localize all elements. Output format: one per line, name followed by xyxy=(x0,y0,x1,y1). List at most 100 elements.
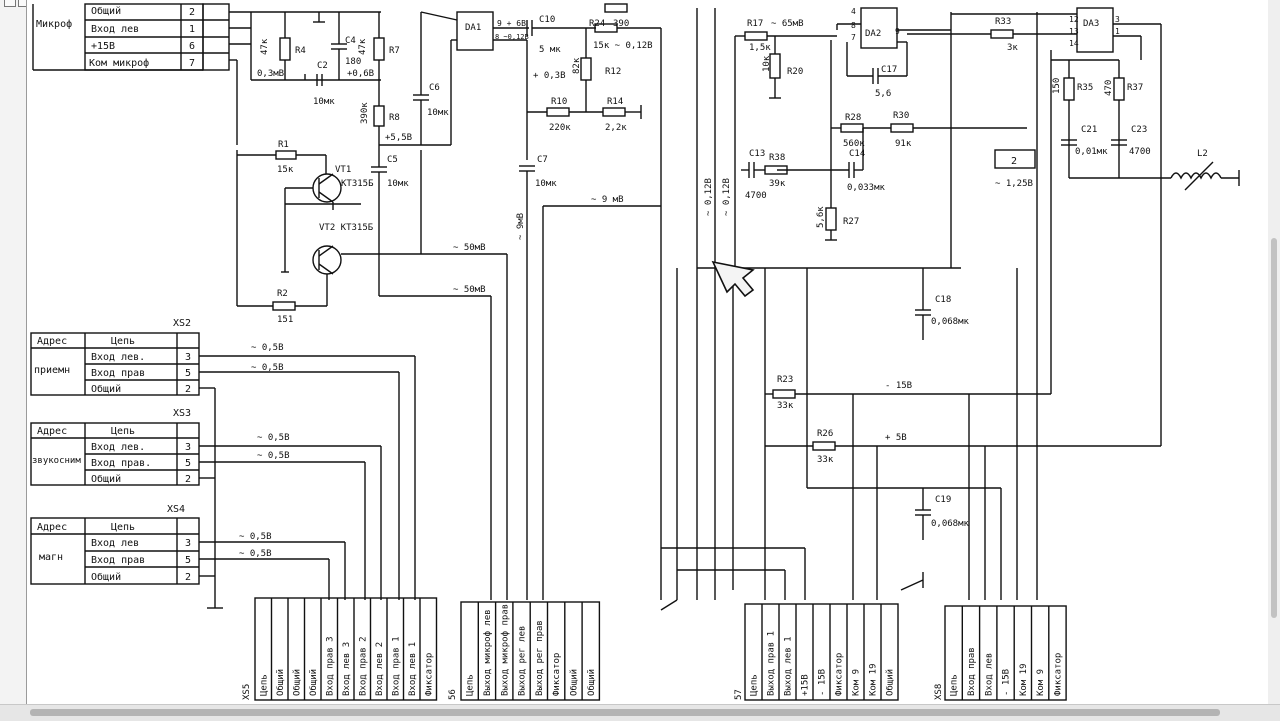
c19-name: C19 xyxy=(935,495,951,505)
mic-preamp: 47к R4 0,3мВ C4 180 47к R7 +0,6В C2 xyxy=(236,12,508,600)
rail-negative-label: - 15В xyxy=(885,381,912,391)
vt1-type: КТ315Б xyxy=(341,179,374,189)
da2-pin: 9 xyxy=(895,27,900,36)
horizontal-scroll-thumb[interactable] xyxy=(30,709,1220,716)
xs4-address-header: Адрес xyxy=(37,522,67,533)
r38-name: R38 xyxy=(769,153,785,163)
r2-name: R2 xyxy=(277,289,288,299)
xs4-address: магн xyxy=(39,552,63,563)
chip-da2 xyxy=(860,7,898,49)
voltage-label: 0,3мВ xyxy=(257,69,284,79)
xs7-column-label: Фиксатор xyxy=(835,653,845,696)
xs4-row-pin: 5 xyxy=(185,555,191,566)
r38-value: 39к xyxy=(769,179,786,189)
resistor-r23 xyxy=(772,389,796,399)
da2-pin: 7 xyxy=(851,33,856,42)
xs8-column-label: Цепь xyxy=(950,674,960,696)
xs8-name: XS8 xyxy=(934,684,944,700)
xs6-column-label: Фиксатор xyxy=(552,653,562,696)
xs4-row-signal: Вход лев xyxy=(91,538,139,549)
xs3-row-signal: Вход прав. xyxy=(91,458,151,469)
r20-name: R20 xyxy=(787,67,803,77)
page-back-icon[interactable] xyxy=(4,0,16,7)
xs2-row-signal: Вход прав xyxy=(91,368,145,379)
r12-name: R12 xyxy=(605,67,621,77)
xs2-row-signal: Общий xyxy=(91,383,121,395)
resistor-r38 xyxy=(764,165,788,175)
mic-row-signal: Ком микроф xyxy=(89,57,149,69)
xs4-name: XS4 xyxy=(167,504,185,515)
r37-name: R37 xyxy=(1127,83,1143,93)
xs4-row-pin: 2 xyxy=(185,572,191,583)
xs3-name: XS3 xyxy=(173,408,191,419)
xs3-row-pin: 5 xyxy=(185,458,191,469)
l2-name: L2 xyxy=(1197,149,1208,159)
xs7-column-label: - 15В xyxy=(818,669,828,696)
voltage-label: ~ 9мВ xyxy=(516,213,526,240)
xs5-column-label: Вход прав 1 xyxy=(391,636,401,696)
xs3-row-signal: Общий xyxy=(91,473,121,485)
xs2-row-pin: 3 xyxy=(185,352,191,363)
horizontal-scrollbar[interactable] xyxy=(0,704,1280,721)
resistor-r1 xyxy=(275,150,297,160)
xs2-voltage: ~ 0,5В xyxy=(251,343,284,353)
xs5-column-label: Вход лев 2 xyxy=(375,642,385,696)
mic-row-pin: 6 xyxy=(189,41,195,52)
c10-voltage: 9 + 6В xyxy=(497,19,526,28)
voltage-label: + 0,3В xyxy=(533,71,566,81)
r30-name: R30 xyxy=(893,111,909,121)
c10-voltage-2: 8 ~0,12В xyxy=(495,33,529,41)
xs5-column-label: Вход лев 1 xyxy=(408,642,418,696)
inductor-l2 xyxy=(1170,172,1222,180)
resistor-r33 xyxy=(990,29,1014,39)
xs5-column-label: Цепь xyxy=(259,674,269,696)
mic-row-signal: +15В xyxy=(91,41,115,52)
vertical-scroll-thumb[interactable] xyxy=(1271,238,1277,618)
xs5-name: XS5 xyxy=(242,684,252,700)
mic-row-pin: 1 xyxy=(189,24,195,35)
xs8-column-label: Ком 19 xyxy=(1019,663,1029,696)
mic-connector-table: Микроф Общий 2 Вход лев 1 +15В 6 Ком мик… xyxy=(32,3,381,145)
c19-value: 0,068мк xyxy=(931,519,970,529)
xs5-frame xyxy=(254,597,438,701)
r7-name: R7 xyxy=(389,46,400,56)
da2-label: DA2 xyxy=(865,29,881,39)
resistor-r2 xyxy=(272,301,296,311)
voltage-label: ~ 0,12В xyxy=(722,178,732,216)
xs6-column-label: Цепь xyxy=(466,674,476,696)
r27-name: R27 xyxy=(843,217,859,227)
mic-row-pin: 2 xyxy=(189,7,195,18)
xs3-address-header: Адрес xyxy=(37,426,67,437)
xs3-row-pin: 3 xyxy=(185,442,191,453)
xs6-column-label: Выход рег лев xyxy=(518,626,528,696)
r28-name: R28 xyxy=(845,113,861,123)
c2-value: 10мк xyxy=(313,97,335,107)
r26-name: R26 xyxy=(817,429,833,439)
r35-value: 150 xyxy=(1052,78,1062,94)
mic-row-signal: Общий xyxy=(91,5,121,17)
r12-value: 82к xyxy=(572,57,582,74)
c21-value: 0,01мк xyxy=(1075,147,1108,157)
xs6-column-label: Общий xyxy=(568,669,579,696)
da2-stage: R17 ~ 65мВ 1,5к 10к R20 DA2 4 8 7 9 xyxy=(696,7,1027,600)
vertical-scrollbar[interactable] xyxy=(1268,0,1280,704)
mic-row-pin: 7 xyxy=(189,58,195,69)
test-point-box xyxy=(994,149,1036,169)
resistor-r30 xyxy=(890,123,914,133)
resistor-r8 xyxy=(373,105,385,127)
c14-value: 0,033мк xyxy=(847,183,886,193)
da2-pin: 4 xyxy=(851,7,856,16)
c17-name: C17 xyxy=(881,65,897,75)
voltage-label: +0,6В xyxy=(347,69,374,79)
resistor-r37 xyxy=(1113,77,1125,101)
c2-name: C2 xyxy=(317,61,328,71)
xs3-voltage: ~ 0,5В xyxy=(257,433,290,443)
xs6-column-label: Общий xyxy=(586,669,597,696)
c13-value: 4700 xyxy=(745,191,767,201)
resistor-r14 xyxy=(602,107,626,117)
r4-name: R4 xyxy=(295,46,306,56)
xs4-row-pin: 3 xyxy=(185,538,191,549)
resistor-r35 xyxy=(1063,77,1075,101)
